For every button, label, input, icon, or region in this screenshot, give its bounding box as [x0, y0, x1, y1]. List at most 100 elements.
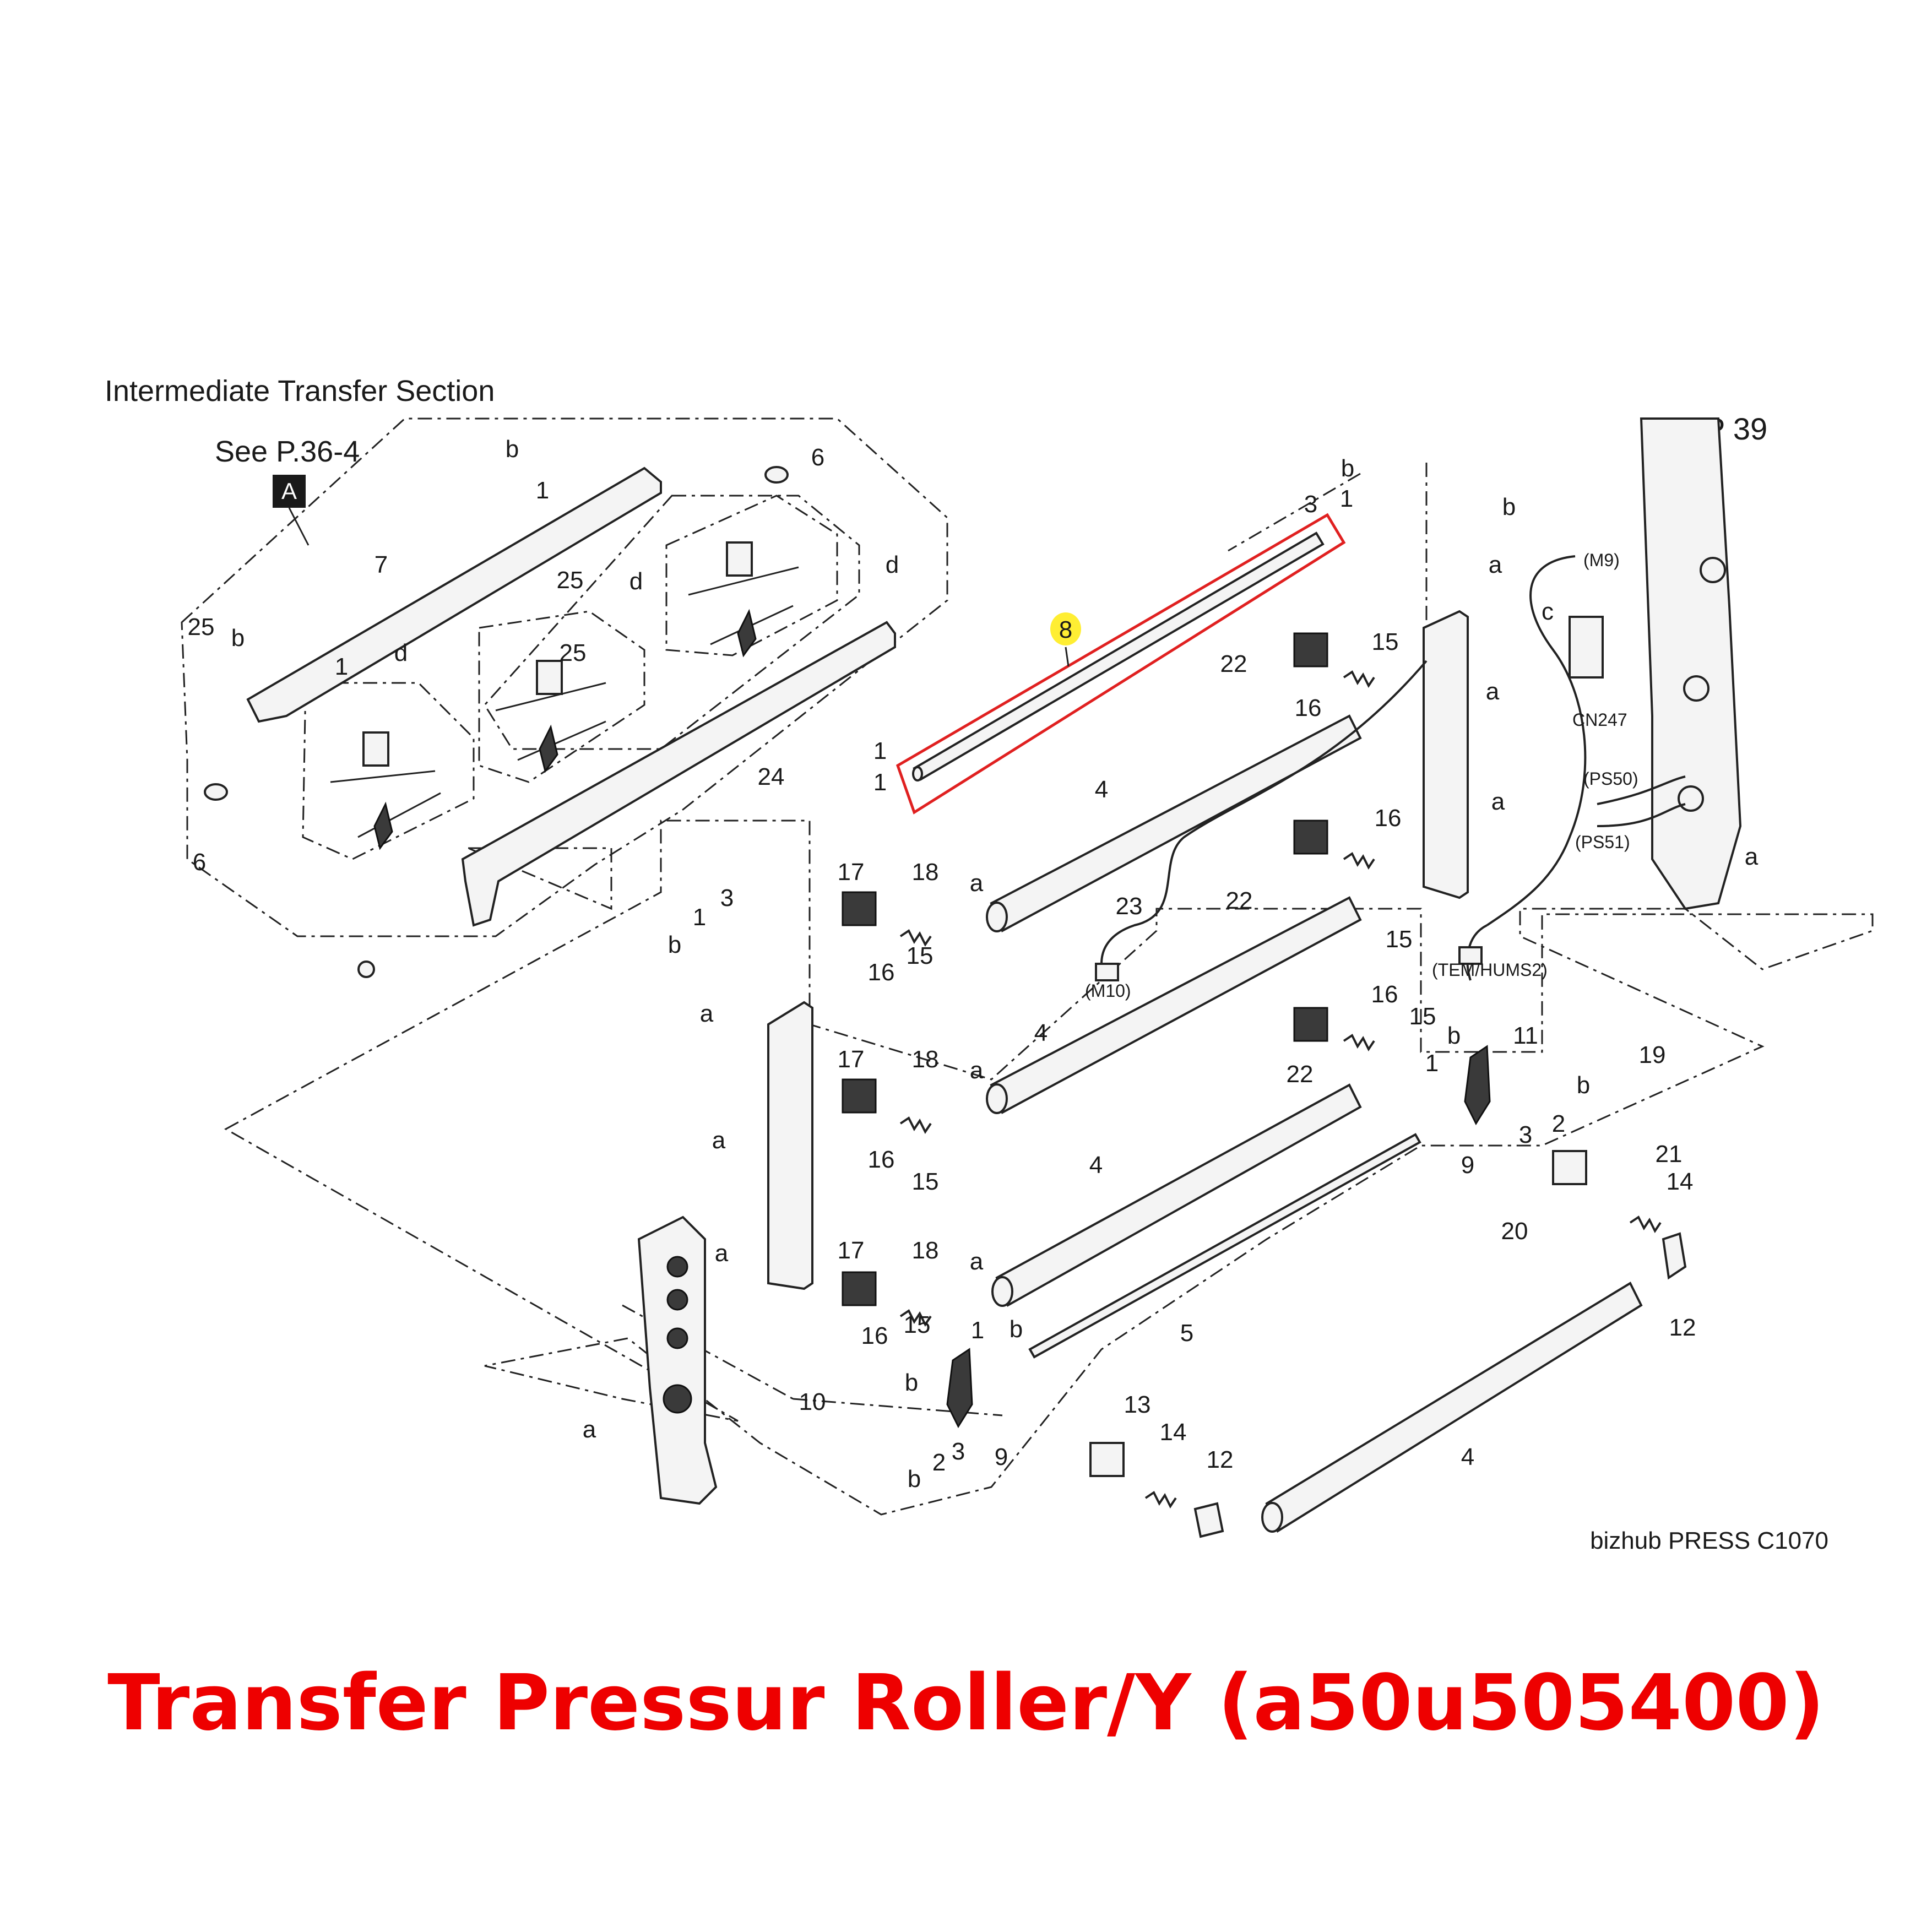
callout-label: b: [1447, 1022, 1461, 1049]
callout-label: 23: [1116, 893, 1143, 920]
callout-label: b: [668, 931, 681, 958]
callout-label: 17: [838, 859, 865, 886]
highlighted-roller-8: [896, 513, 1346, 815]
lever-assembly-2: [495, 660, 606, 773]
callout-label: a: [583, 1416, 596, 1443]
callout-label: a: [1489, 551, 1502, 578]
holder-20: [1552, 1150, 1587, 1185]
callout-label: 22: [1220, 650, 1247, 677]
callout-label: 18: [912, 1046, 939, 1073]
callout-label: 1: [536, 477, 549, 504]
callout-label: 1: [1425, 1050, 1439, 1077]
holder-17-a: [842, 891, 877, 926]
callout-label: 10: [799, 1388, 826, 1415]
callout-label: 18: [912, 859, 939, 886]
lever-12-right: [1662, 1232, 1687, 1280]
callout-label: 17: [838, 1237, 865, 1264]
callout-label: 25: [560, 639, 587, 666]
callout-label: a: [970, 870, 984, 897]
highlight-box: [896, 513, 1346, 815]
callout-label: a: [700, 1000, 714, 1027]
callout-label: a: [1486, 678, 1500, 705]
roller-4-d: [1261, 1282, 1643, 1533]
see-reference: See P.36-4: [215, 435, 360, 468]
connector-label: (TEM/HUMS2): [1432, 960, 1548, 980]
callout-label: 4: [1089, 1152, 1103, 1179]
callout-label: 4: [1095, 776, 1108, 803]
springs: [899, 670, 1662, 1508]
callout-label: d: [629, 568, 643, 595]
callout-label: 15: [1409, 1003, 1436, 1030]
callout-label: a: [1745, 843, 1759, 870]
callout-label: a: [715, 1240, 729, 1267]
callout-label: 22: [1226, 887, 1253, 914]
callout-label: 6: [811, 444, 824, 471]
holder-13: [1089, 1442, 1125, 1477]
callout-label: b: [1502, 493, 1516, 520]
roller-4-a: [986, 714, 1362, 932]
callout-label: 22: [1287, 1061, 1314, 1088]
callout-label: 15: [907, 942, 934, 969]
callout-label: d: [394, 639, 408, 666]
callout-label: 16: [861, 1322, 888, 1349]
left-inner-plate: [767, 1001, 813, 1290]
callout-label: a: [970, 1248, 984, 1275]
callout-label: 9: [995, 1443, 1008, 1470]
callout-label: 9: [1461, 1152, 1474, 1179]
callout-label: 24: [758, 763, 785, 790]
lever-assembly-3: [688, 541, 799, 658]
lever-12-bottom: [1193, 1502, 1224, 1538]
connector-label: (PS50): [1583, 769, 1638, 789]
callout-label: 14: [1160, 1419, 1187, 1446]
model-name: bizhub PRESS C1070: [1590, 1527, 1828, 1554]
callout-label: b: [1341, 455, 1354, 482]
roller-4-b: [986, 896, 1362, 1114]
callout-label: 11: [1513, 1022, 1538, 1049]
callout-label: 3: [1304, 491, 1317, 518]
reference-badge-box: [273, 475, 306, 508]
callout-label: 18: [912, 1237, 939, 1264]
callout-label: b: [506, 436, 519, 463]
callout-label: a: [1491, 788, 1505, 815]
right-inner-plate: [1423, 610, 1469, 899]
callout-label: 1: [873, 737, 887, 764]
callout-label: 16: [868, 1146, 895, 1173]
right-frame-plate: [1640, 417, 1742, 910]
wire-harness: [1095, 555, 1686, 981]
callout-label: 6: [193, 849, 206, 876]
holder-17-c: [842, 1271, 877, 1306]
reference-badge: A: [281, 478, 297, 504]
callout-label: 4: [1034, 1019, 1048, 1046]
callout-label: 13: [1124, 1391, 1151, 1418]
callout-label: 14: [1667, 1168, 1694, 1195]
highlight-marker: [1050, 612, 1081, 645]
callout-label: 25: [557, 567, 584, 594]
callout-label: c: [1542, 598, 1554, 625]
callout-label: 1: [335, 653, 348, 680]
callout-label: 20: [1501, 1218, 1528, 1245]
callout-label: 3: [952, 1438, 965, 1465]
callout-label: 17: [838, 1046, 865, 1073]
callout-label: 15: [1372, 628, 1399, 655]
callout-label: 21: [1656, 1141, 1683, 1168]
lever-9-upper: [1464, 1045, 1491, 1126]
holder-22-c: [1293, 1007, 1328, 1042]
callout-label: 1: [693, 904, 706, 931]
callout-label: 15: [912, 1168, 939, 1195]
roller-5: [1028, 1133, 1421, 1359]
callout-label: 16: [1371, 981, 1398, 1008]
callout-label: b: [905, 1369, 918, 1396]
main-frame: [224, 463, 1874, 1516]
callout-label: 16: [1375, 805, 1402, 832]
callout-label: 5: [1180, 1320, 1193, 1347]
callout-label: 12: [1669, 1314, 1696, 1341]
callout-label: 7: [375, 551, 388, 578]
callout-label: 1: [873, 769, 887, 796]
holder-17-b: [842, 1078, 877, 1114]
callout-label: 15: [1386, 926, 1413, 953]
lever-9-lower: [946, 1348, 973, 1429]
callout-label: b: [1010, 1316, 1023, 1343]
left-frame-plate: [637, 1215, 718, 1505]
callout-label: b: [1577, 1072, 1590, 1099]
